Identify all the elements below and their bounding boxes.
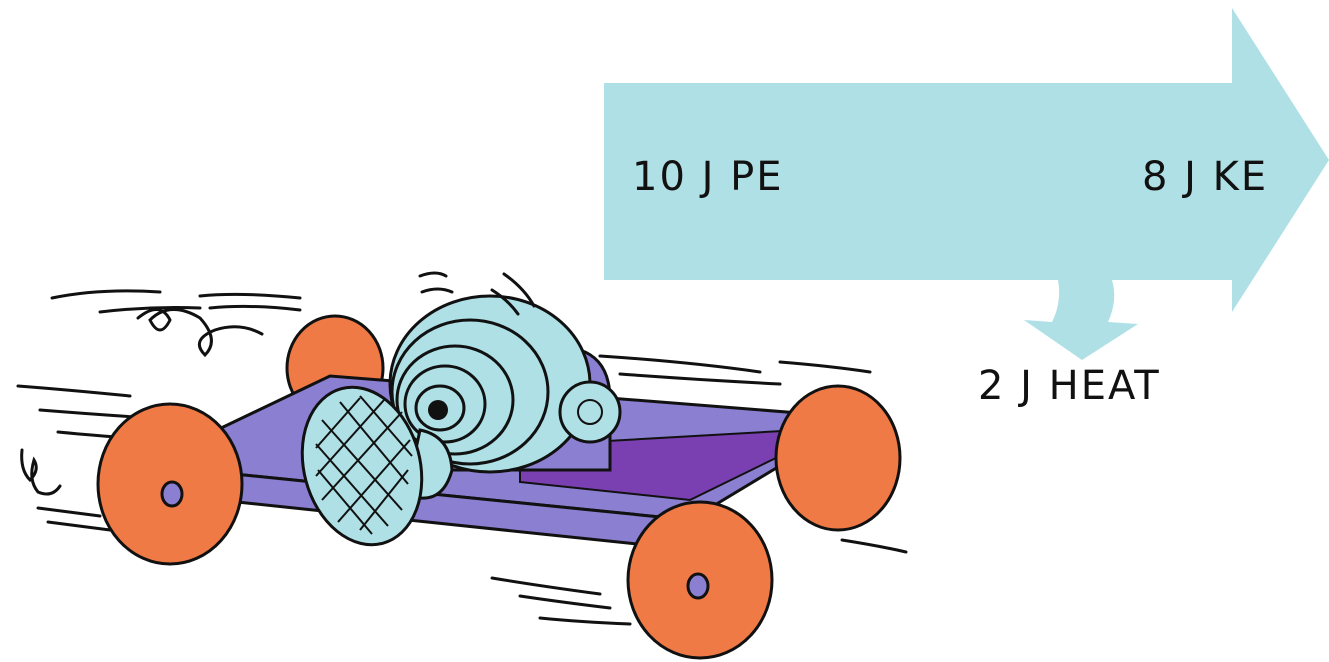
wheel-icon [98,404,242,564]
toy-car-icon [98,273,900,658]
heat-branch-arrow [1024,280,1138,360]
gear-icon [560,382,620,442]
output-energy-label: 8 J KE [1142,154,1268,200]
wheel-icon [776,386,900,530]
input-energy-label: 10 J PE [632,154,784,200]
wheel-icon [628,502,772,658]
heat-loss-label: 2 J HEAT [978,363,1161,409]
